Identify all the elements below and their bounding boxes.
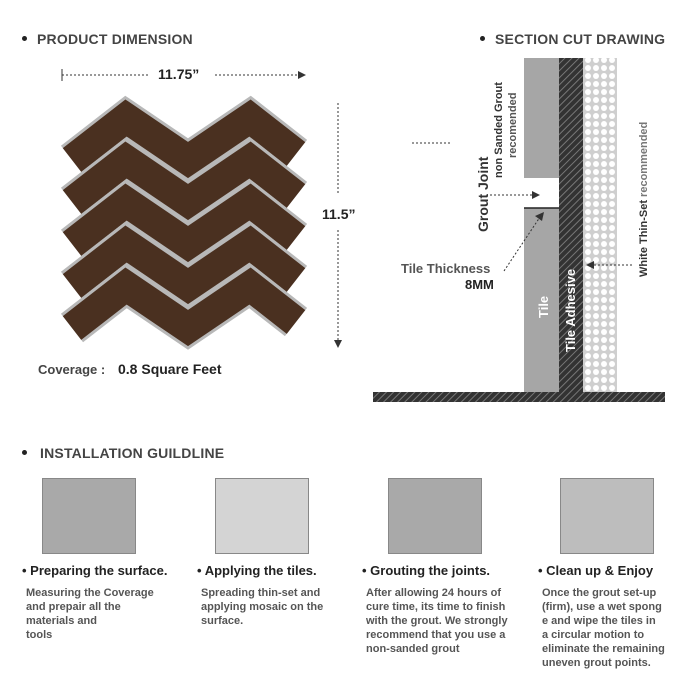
bullet — [22, 36, 27, 41]
tile-lower — [524, 208, 559, 392]
applying-tiles-image — [215, 478, 309, 554]
product-dimension-heading: PRODUCT DIMENSION — [37, 31, 193, 47]
herringbone-row — [62, 225, 306, 305]
grouting-image — [388, 478, 482, 554]
step-title: • Clean up & Enjoy — [538, 563, 654, 578]
grout-note: non Sanded Grout — [493, 82, 505, 178]
tile-label: Tile — [536, 295, 551, 318]
height-value: 11.5” — [322, 206, 356, 222]
thinset-label: White Thin-Set recommended — [638, 122, 650, 277]
cleanup-image — [560, 478, 654, 554]
thinset-layer — [583, 58, 617, 392]
herringbone-row — [62, 99, 306, 179]
step-title: • Preparing the surface. — [22, 563, 168, 578]
product-illustration — [60, 58, 665, 402]
step-desc: Spreading thin-set and applying mosaic o… — [201, 587, 324, 627]
coverage-value: 0.8 Square Feet — [118, 361, 222, 377]
step-desc: Measuring the Coverage and prepair all t… — [26, 587, 154, 641]
thinset-text: White Thin-Set — [638, 200, 650, 277]
grout-joint-label: Grout Joint — [475, 156, 491, 232]
installation-heading: INSTALLATION GUILDLINE — [40, 445, 225, 461]
grout-note-2: recomended — [507, 92, 519, 158]
coverage-label: Coverage : — [38, 362, 106, 377]
substrate — [373, 392, 665, 402]
thinset-note: recommended — [638, 121, 650, 197]
step-3: • Grouting the joints. After allowing 24 … — [362, 563, 542, 656]
tile-upper — [524, 58, 559, 178]
herringbone-tile — [60, 95, 308, 350]
step-title-text: Applying the tiles. — [204, 563, 317, 578]
step-1: • Preparing the surface. Measuring the Co… — [22, 563, 192, 642]
thickness-value: 8MM — [465, 277, 494, 292]
adhesive-label: Tile Adhesive — [563, 268, 578, 352]
height-dimension-line — [334, 103, 342, 348]
width-dimension-line — [61, 69, 306, 81]
herringbone-row — [62, 267, 306, 347]
step-title: • Grouting the joints. — [362, 563, 491, 578]
step-desc: Once the grout set-up (firm), use a wet … — [542, 587, 665, 669]
adhesive-layer — [559, 58, 583, 392]
bullet — [480, 36, 485, 41]
step-title: • Applying the tiles. — [197, 563, 317, 578]
herringbone-row — [62, 183, 306, 263]
step-title-text: Clean up & Enjoy — [546, 563, 654, 578]
width-value: 11.75” — [158, 66, 200, 82]
section-cut-heading: SECTION CUT DRAWING — [495, 31, 666, 47]
step-2: • Applying the tiles. Spreading thin-set … — [197, 563, 367, 628]
step-title-text: Preparing the surface. — [30, 563, 168, 578]
preparing-surface-image — [42, 478, 136, 554]
herringbone-row — [62, 141, 306, 221]
step-desc: After allowing 24 hours of cure time, it… — [366, 587, 508, 655]
tile-thickness-label: Tile Thickness — [401, 261, 491, 276]
step-title-text: Grouting the joints. — [370, 563, 491, 578]
bullet — [22, 450, 27, 455]
